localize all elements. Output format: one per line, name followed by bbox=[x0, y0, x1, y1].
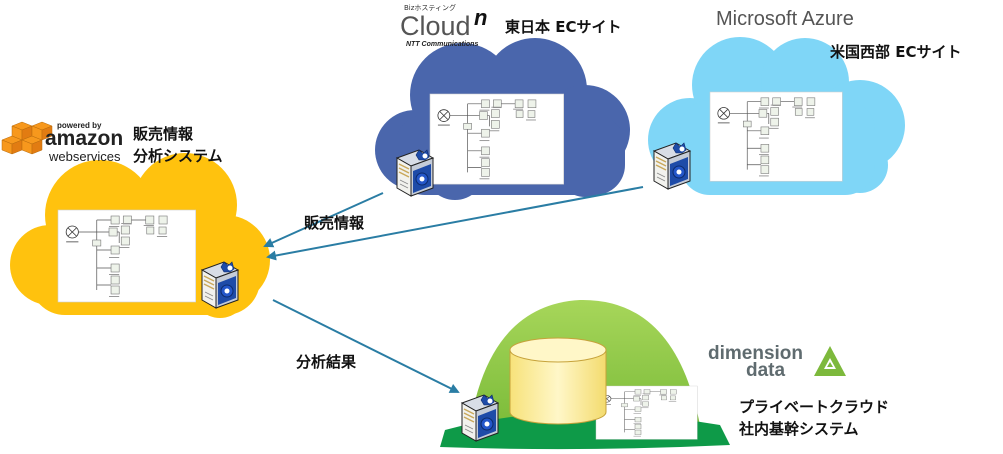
edge-label-analysis: 分析結果 bbox=[296, 353, 357, 371]
amazon-logo: powered by amazon webservices bbox=[45, 118, 123, 164]
server-gear-icon-azure bbox=[653, 142, 691, 190]
cloudn-logo-suffix: n bbox=[474, 5, 488, 30]
amazon-logo-powered: powered by bbox=[57, 121, 102, 130]
dimension-data-logo-line2: data bbox=[746, 360, 786, 381]
arrow-azure-to-aws bbox=[266, 186, 644, 261]
dimension-data-logo-line1: dimension bbox=[708, 343, 804, 364]
workflow-screenshot-private bbox=[595, 385, 698, 440]
server-gear-icon-private bbox=[461, 394, 499, 442]
amazon-logo-brand: amazon bbox=[45, 127, 124, 150]
private-label-line1: プライベートクラウド bbox=[739, 398, 890, 416]
database-icon bbox=[509, 337, 607, 425]
workflow-screenshot-cloudn bbox=[429, 93, 565, 185]
workflow-screenshot-aws bbox=[57, 209, 197, 303]
aws-label-line2: 分析システム bbox=[133, 147, 223, 165]
server-gear-icon-cloudn bbox=[396, 149, 434, 197]
server-gear-icon-aws bbox=[201, 261, 239, 309]
edge-label-sales: 販売情報 bbox=[304, 214, 365, 232]
aws-label-line1: 販売情報 bbox=[133, 125, 194, 143]
private-label-line2: 社内基幹システム bbox=[739, 420, 859, 438]
azure-logo: Microsoft Azure bbox=[716, 8, 854, 30]
arrow-cloudn-to-aws bbox=[263, 192, 384, 248]
cloudn-logo-word: Cloud bbox=[400, 11, 471, 41]
cloudn-logo: Bizホスティング Cloud n NTT Communications bbox=[400, 3, 500, 51]
amazon-cube-icon bbox=[1, 121, 53, 155]
workflow-screenshot-azure bbox=[709, 91, 843, 182]
cloudn-logo-biz: Bizホスティング bbox=[404, 4, 457, 12]
azure-label: 米国西部 ECサイト bbox=[830, 43, 962, 61]
cloudn-label: 東日本 ECサイト bbox=[505, 18, 622, 36]
arrow-aws-to-private bbox=[272, 299, 460, 393]
dimension-data-triangle-icon bbox=[814, 346, 846, 376]
amazon-logo-sub: webservices bbox=[49, 149, 121, 164]
cloudn-logo-company: NTT Communications bbox=[406, 41, 479, 48]
